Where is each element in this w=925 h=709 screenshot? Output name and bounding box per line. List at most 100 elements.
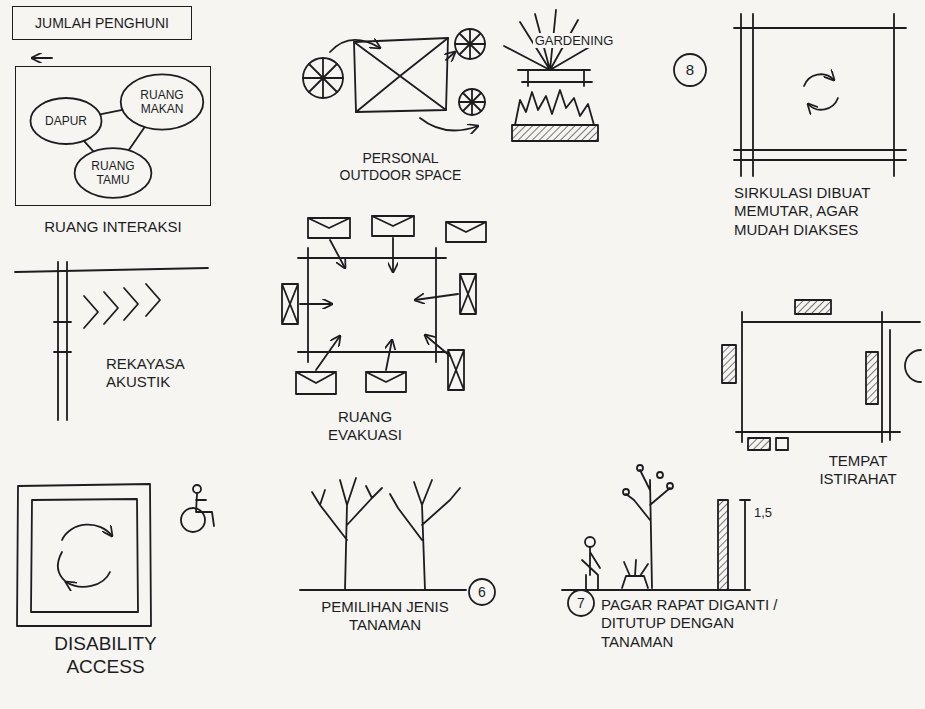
evacuation-sketch (330, 240, 345, 268)
rest-area-sketch (866, 352, 878, 404)
fence-sketch (562, 465, 750, 616)
caption-label: GARDENING (533, 33, 616, 48)
frame-arrow (32, 57, 52, 59)
rest-area-sketch (795, 300, 831, 314)
node-label-wrap: JUMLAH PENGHUNI (35, 15, 169, 32)
fence-sketch (568, 590, 594, 616)
gardening-sketch (512, 125, 598, 141)
tree-sketch (312, 478, 382, 590)
callout-circle (674, 54, 706, 86)
fence-sketch (624, 560, 648, 576)
room-bubble: RUANG MAKAN (119, 72, 205, 132)
tree-sketch (390, 480, 460, 590)
fence-sketch (657, 472, 663, 478)
evacuation-sketch (282, 284, 298, 324)
rest-area-sketch (722, 345, 736, 383)
bubble-outline (30, 98, 101, 144)
outdoor-space-sketch (303, 58, 343, 98)
caption-label: DISABILITY ACCESS (18, 632, 193, 678)
room-bubble: RUANG TAMU (73, 146, 153, 200)
caption-label: PAGAR RAPAT DIGANTI / DITUTUP DENGAN TAN… (599, 596, 779, 650)
outdoor-space-sketch (354, 38, 448, 112)
dimension-label: 1,5 (752, 505, 774, 520)
outdoor-space-sketch (459, 89, 485, 115)
fence-sketch (667, 483, 673, 489)
disability-sketch (31, 499, 138, 612)
node-text: RUANG TAMU (83, 159, 144, 188)
fence-sketch (718, 500, 728, 590)
wheelchair-icon (181, 508, 205, 532)
ink-strokes (15, 10, 921, 626)
caption-label: PERSONAL OUTDOOR SPACE (328, 150, 473, 184)
fence-sketch (637, 465, 643, 471)
dimension-label: 1,5 (752, 505, 792, 521)
caption-label: PERSONAL OUTDOOR SPACE (338, 150, 464, 183)
callout-number: 6 (478, 584, 486, 600)
acoustic-sketch (84, 284, 160, 328)
frame-arrow (32, 57, 52, 59)
node-label-wrap: DAPUR (45, 114, 87, 128)
callout-number: 7 (571, 593, 591, 613)
evacuation-sketch (298, 248, 446, 362)
wheelchair-icon (181, 485, 214, 532)
caption-label: PEMILIHAN JENIS TANAMAN (319, 598, 451, 633)
evacuation-sketch (366, 372, 406, 392)
rest-area-sketch (905, 350, 921, 382)
gardening-sketch (518, 70, 592, 86)
caption-label: SIRKULASI DIBUAT MEMUTAR, AGAR MUDAH DIA… (732, 184, 872, 238)
callout-number: 8 (686, 61, 694, 78)
caption-label: RUANG EVAKUASI (305, 408, 425, 445)
caption-label: GARDENING (532, 33, 616, 49)
outdoor-space-sketch (459, 89, 485, 115)
caption-label: PAGAR RAPAT DIGANTI / DITUTUP DENGAN TAN… (599, 596, 789, 651)
fence-sketch (740, 500, 750, 590)
rest-area-sketch (722, 300, 921, 450)
gardening-sketch (515, 90, 594, 125)
outdoor-space-sketch (354, 38, 448, 112)
fence-sketch (585, 537, 595, 547)
node-label-wrap: RUANG TAMU (83, 159, 144, 188)
wheelchair-icon (193, 485, 201, 493)
bubble-outline (75, 148, 152, 198)
acoustic-sketch (54, 262, 71, 420)
evacuation-sketch (372, 216, 414, 236)
caption-label: DISABILITY ACCESS (52, 633, 158, 677)
connector-line (129, 127, 145, 150)
fence-sketch (622, 576, 648, 588)
circulation-sketch (734, 14, 906, 176)
evacuation-sketch (446, 222, 486, 242)
outdoor-space-sketch (303, 58, 343, 98)
node-text: RUANG MAKAN (130, 88, 195, 117)
caption-label: TEMPAT ISTIRAHAT (817, 452, 898, 487)
circulation-sketch (734, 14, 906, 176)
acoustic-sketch (15, 262, 208, 420)
callout-number: 6 (472, 582, 492, 602)
bubble-outline (121, 74, 204, 129)
node-text: JUMLAH PENGHUNI (35, 15, 169, 32)
callout-number: 7 (577, 595, 585, 611)
caption-label: TEMPAT ISTIRAHAT (798, 452, 918, 489)
evacuation-sketch (460, 274, 476, 314)
rest-area-sketch (748, 438, 770, 450)
circulation-sketch (804, 74, 834, 86)
disability-sketch (17, 484, 151, 626)
caption-label: RUANG EVAKUASI (326, 408, 404, 443)
outdoor-space-sketch (446, 52, 455, 60)
connector-line (84, 141, 94, 152)
evacuation-sketch (386, 340, 392, 370)
evacuation-sketch (415, 294, 458, 300)
outdoor-space-sketch (420, 118, 478, 131)
evacuation-sketch (296, 372, 336, 394)
evacuation-sketch (300, 303, 332, 305)
fence-sketch (623, 489, 629, 495)
outdoor-space-sketch (303, 29, 485, 131)
fence-sketch (562, 589, 742, 591)
caption-label: PEMILIHAN JENIS TANAMAN (300, 598, 470, 635)
node-label-wrap: RUANG MAKAN (130, 88, 195, 117)
circulation-sketch (808, 98, 838, 110)
tree-sketch (469, 579, 495, 605)
acoustic-sketch (15, 268, 208, 272)
caption-label: SIRKULASI DIBUAT MEMUTAR, AGAR MUDAH DIA… (732, 184, 914, 239)
rest-area-sketch (776, 438, 788, 450)
